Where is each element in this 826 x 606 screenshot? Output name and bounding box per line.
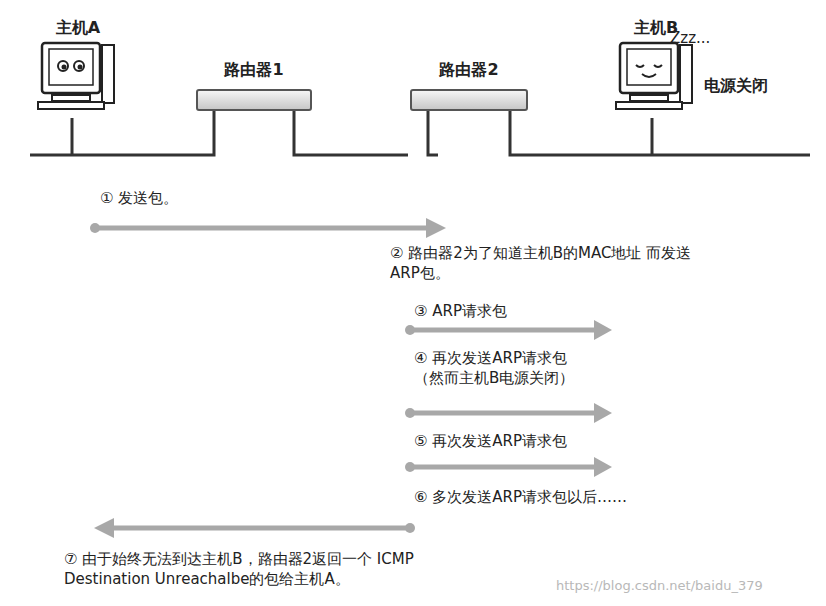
host-node: 主机A <box>30 18 126 111</box>
step-text: ② 路由器2为了知道主机B的MAC地址 而发送ARP包。 <box>390 243 720 283</box>
host-stand <box>651 118 654 155</box>
router-box <box>196 89 312 111</box>
step-text: ⑦ 由于始终无法到达主机B，路由器2返回一个 ICMP Destination … <box>64 549 436 589</box>
network-wire <box>30 111 214 155</box>
node-label: 路由器2 <box>410 60 528 81</box>
network-wire <box>294 111 408 155</box>
node-label: 主机A <box>30 18 126 39</box>
step-text: ① 发送包。 <box>100 188 300 208</box>
watermark: https://blog.csdn.net/baidu_379 <box>556 576 818 596</box>
sleep-label: Zzz... <box>670 28 750 48</box>
router-node: 路由器2 <box>410 60 528 111</box>
step-text: ③ ARP请求包 <box>414 301 614 321</box>
step-text: ⑤ 再次发送ARP请求包 <box>414 431 634 451</box>
router-box <box>410 89 528 111</box>
computer-icon <box>608 39 698 111</box>
step-text: ④ 再次发送ARP请求包 （然而主机B电源关闭） <box>414 348 596 388</box>
router-node: 路由器1 <box>196 60 312 111</box>
host-stand <box>71 118 74 155</box>
computer-icon <box>30 39 120 111</box>
step-text: ⑥ 多次发送ARP请求包以后…… <box>414 487 694 507</box>
network-wire <box>510 111 810 155</box>
status-label: 电源关闭 <box>704 76 804 96</box>
node-label: 路由器1 <box>196 60 312 81</box>
network-wire <box>428 111 438 155</box>
